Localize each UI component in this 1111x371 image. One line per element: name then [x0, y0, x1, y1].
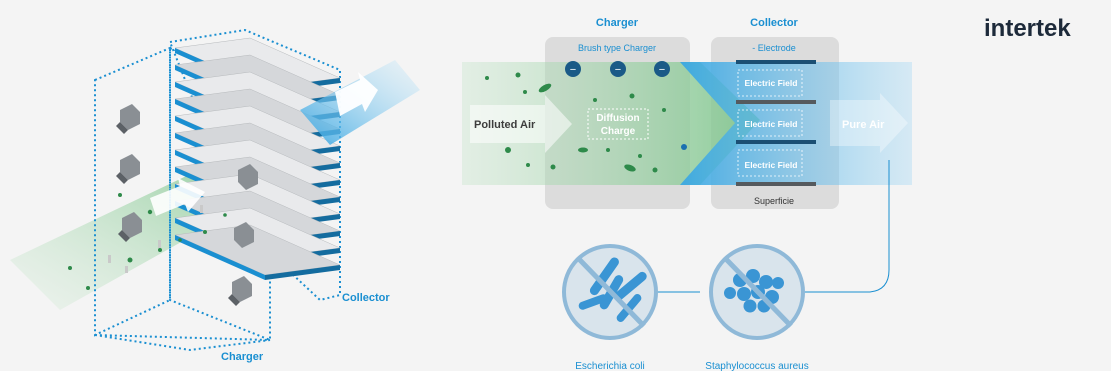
diffusion-charge-box: [587, 108, 649, 140]
pure-air-label: Pure Air: [842, 119, 885, 131]
electric-field-label-3: Electric Field: [745, 160, 798, 170]
brush-chargers: [116, 104, 258, 306]
polluted-air-arrow: [470, 95, 572, 153]
polluted-air-label: Polluted Air: [474, 119, 536, 131]
staph-icon: [709, 244, 805, 340]
ecoli-icon: [562, 244, 658, 340]
intertek-logo: intertek: [984, 15, 1071, 42]
staph-label: Staphylococcus aureus: [705, 361, 808, 371]
brush-charger-label: Brush type Charger: [578, 43, 656, 53]
brush-charger-icon: [238, 164, 258, 190]
brush-charger-icon: [118, 212, 142, 242]
left-charger-label: Charger: [221, 351, 264, 363]
negative-ion-icon: −: [610, 61, 626, 77]
electrode-label: - Electrode: [752, 43, 796, 53]
negative-ion-icon: −: [565, 61, 581, 77]
brush-charger-icon: [228, 276, 252, 306]
right-schematic: Charger Collector Brush type Charger - E…: [462, 17, 912, 293]
collector-frame: [168, 28, 341, 302]
electric-field-label-1: Electric Field: [745, 78, 798, 88]
electric-field-label-2: Electric Field: [745, 119, 798, 129]
connector-line: [760, 160, 890, 293]
collector-plates: [174, 37, 341, 280]
brush-charger-icon: [234, 222, 254, 248]
outlet-arrow: [335, 72, 378, 116]
ecoli-label: Escherichia coli: [575, 361, 644, 371]
charger-header: Charger: [596, 17, 639, 29]
collector-electrodes: [736, 60, 816, 186]
pure-air-arrow: [830, 93, 908, 153]
svg-text:−: −: [570, 64, 576, 76]
polluted-air-band: [462, 62, 760, 185]
pollutant-particles: [485, 72, 687, 173]
bacteria-section: Escherichia coli Staphylococcus aureus: [562, 244, 809, 371]
charge-label: Charge: [601, 126, 636, 137]
diffusion-label: Diffusion: [596, 113, 639, 124]
svg-text:−: −: [615, 64, 621, 76]
brush-charger-icon: [116, 154, 140, 184]
brush-charger-icon: [116, 104, 140, 134]
collector-plate-edge: [175, 235, 265, 280]
inlet-arrow: [150, 178, 205, 216]
left-collector-label: Collector: [342, 292, 390, 304]
ion-emitters: − − −: [565, 61, 670, 77]
left-3d-diagram: Collector Charger: [10, 28, 420, 363]
superficie-label: Superficie: [754, 196, 794, 206]
particles: [68, 193, 227, 290]
negative-ion-icon: −: [654, 61, 670, 77]
collector-plate-side: [265, 265, 340, 280]
collector-header: Collector: [750, 17, 798, 29]
charger-frame: [94, 46, 171, 337]
svg-text:−: −: [659, 64, 665, 76]
